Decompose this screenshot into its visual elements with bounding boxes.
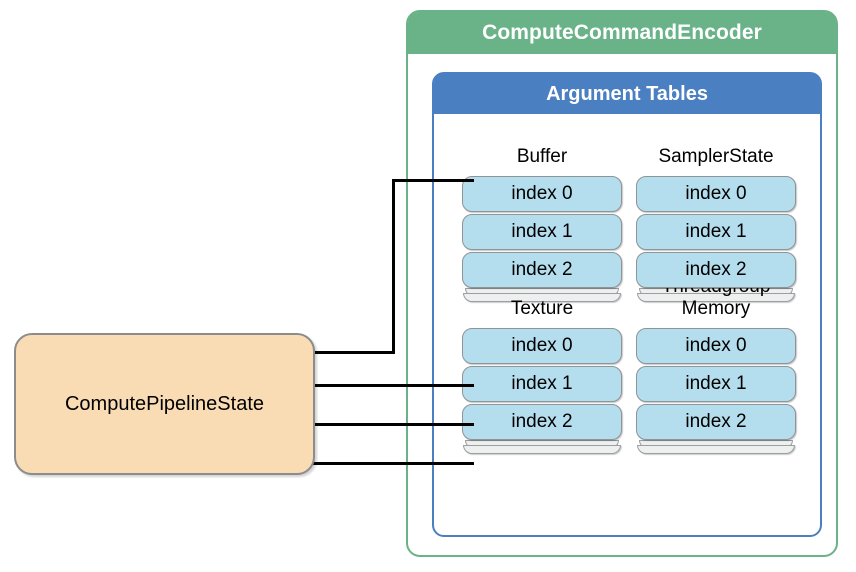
connector-pipeline-to-buffer-index0-riser [392,179,395,354]
argument-table-texture-stack: index 0 index 1 index 2 [462,328,622,454]
compute-command-encoder-container: ComputeCommandEncoder Argument Tables Bu… [406,10,838,557]
argument-table-buffer-stack: index 0 index 1 index 2 [462,176,622,302]
argument-table-threadgroup-memory-stack: index 0 index 1 index 2 [636,328,796,454]
sampler-state-entry-2[interactable]: index 2 [636,252,796,288]
argument-table-sampler-state-title: SamplerState [658,146,774,167]
buffer-entry-2[interactable]: index 2 [462,252,622,288]
threadgroup-memory-entry-1[interactable]: index 1 [636,366,796,402]
connector-pipeline-to-texture-index1 [313,423,474,426]
argument-table-texture-title: Texture [510,298,574,319]
connector-pipeline-to-texture-index2 [313,462,474,465]
sampler-state-stack-more-indicator [636,288,796,302]
threadgroup-memory-stack-more-indicator [636,440,796,454]
argument-tables-header: Argument Tables [434,74,820,114]
compute-pipeline-state-node[interactable]: ComputePipelineState [14,333,315,475]
compute-pipeline-state-label: ComputePipelineState [64,392,264,415]
connector-pipeline-to-buffer-index0-lower [313,351,395,354]
threadgroup-memory-entry-2[interactable]: index 2 [636,404,796,440]
compute-command-encoder-header: ComputeCommandEncoder [408,12,836,54]
argument-table-buffer: Buffer index 0 index 1 index 2 [462,124,622,302]
argument-table-texture: Texture index 0 index 1 index 2 [462,276,622,454]
buffer-entry-0[interactable]: index 0 [462,176,622,212]
connector-pipeline-to-texture-index0 [313,384,474,387]
threadgroup-memory-entry-0[interactable]: index 0 [636,328,796,364]
texture-stack-more-indicator [462,440,622,454]
connector-pipeline-to-buffer-index0-upper [392,179,474,182]
texture-entry-1[interactable]: index 1 [462,366,622,402]
buffer-stack-more-indicator [462,288,622,302]
sampler-state-entry-1[interactable]: index 1 [636,214,796,250]
texture-entry-0[interactable]: index 0 [462,328,622,364]
argument-tables-grid: Buffer index 0 index 1 index 2 SamplerSt… [434,114,820,535]
argument-tables-container: Argument Tables Buffer index 0 index 1 i… [432,72,822,537]
argument-table-sampler-state-stack: index 0 index 1 index 2 [636,176,796,302]
argument-table-sampler-state: SamplerState index 0 index 1 index 2 [636,124,796,302]
buffer-entry-1[interactable]: index 1 [462,214,622,250]
argument-table-threadgroup-memory: Threadgroup Memory index 0 index 1 index… [636,276,796,454]
sampler-state-entry-0[interactable]: index 0 [636,176,796,212]
argument-table-buffer-title: Buffer [516,146,568,167]
argument-tables-title: Argument Tables [546,82,708,105]
texture-entry-2[interactable]: index 2 [462,404,622,440]
compute-command-encoder-title: ComputeCommandEncoder [482,21,762,44]
